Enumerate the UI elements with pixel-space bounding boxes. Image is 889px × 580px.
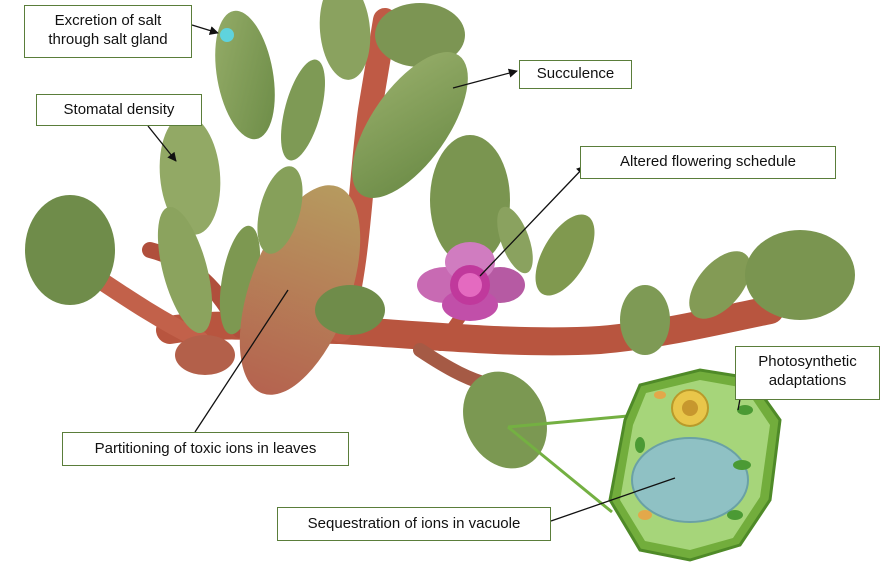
altered-flowering-text: Altered flowering schedule bbox=[620, 153, 796, 170]
stomatal-density-text: Stomatal density bbox=[64, 101, 175, 118]
succulence-label: Succulence bbox=[519, 60, 632, 89]
vacuole-sequestration-label: Sequestration of ions in vacuole bbox=[277, 507, 551, 541]
vacuole-sequestration-text: Sequestration of ions in vacuole bbox=[308, 515, 521, 532]
partitioning-ions-text: Partitioning of toxic ions in leaves bbox=[95, 440, 317, 457]
excretion-line-2: through salt gland bbox=[31, 30, 185, 49]
altered-flowering-label: Altered flowering schedule bbox=[580, 146, 836, 179]
succulence-text: Succulence bbox=[537, 65, 615, 82]
excretion-line-1: Excretion of salt bbox=[31, 11, 185, 30]
stomatal-density-label: Stomatal density bbox=[36, 94, 202, 126]
salt-gland-dot bbox=[220, 28, 234, 42]
excretion-salt-gland-label: Excretion of salt through salt gland bbox=[24, 5, 192, 58]
partitioning-ions-label: Partitioning of toxic ions in leaves bbox=[62, 432, 349, 466]
photosynthetic-line-1: Photosynthetic bbox=[742, 352, 873, 371]
photosynthetic-adaptations-label: Photosynthetic adaptations bbox=[735, 346, 880, 400]
photosynthetic-line-2: adaptations bbox=[742, 371, 873, 390]
